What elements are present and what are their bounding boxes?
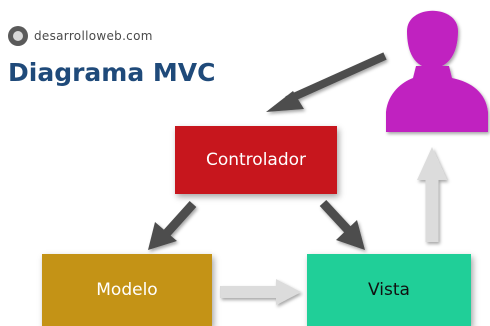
diagram-title: Diagrama MVC: [8, 58, 216, 87]
modelo-box: Modelo: [42, 254, 212, 326]
vista-label: Vista: [368, 280, 410, 300]
vista-box: Vista: [307, 254, 471, 326]
arrow-modelo-to-vista: [220, 279, 301, 305]
controlador-box: Controlador: [175, 126, 337, 194]
arrow-vista-to-user: [417, 147, 447, 242]
desarrolloweb-logo-icon: [8, 26, 28, 46]
arrow-controlador-to-vista: [319, 199, 365, 250]
modelo-label: Modelo: [96, 280, 158, 300]
controlador-label: Controlador: [205, 150, 307, 170]
brand: desarrolloweb.com: [8, 26, 153, 46]
arrow-controlador-to-modelo: [148, 200, 197, 250]
user-silhouette-icon: [386, 10, 488, 132]
arrow-user-to-controlador: [266, 52, 387, 112]
brand-name: desarrolloweb.com: [34, 29, 153, 43]
